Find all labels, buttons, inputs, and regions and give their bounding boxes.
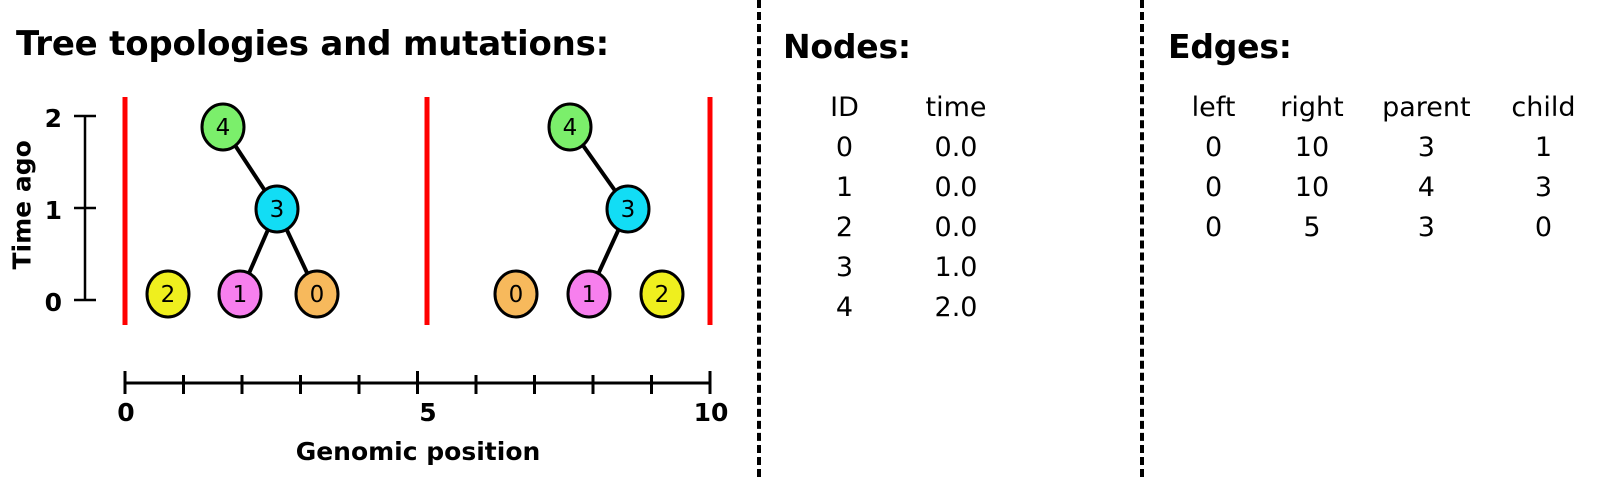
tree1-node-2[interactable]: 2: [145, 269, 191, 319]
table-row: 0 10 4 3: [1168, 168, 1599, 208]
edges-col-header-left: left: [1191, 92, 1236, 123]
edges-cell-child: 3: [1534, 172, 1553, 203]
nodes-cell-id: 2: [835, 212, 854, 243]
tree2-node-0[interactable]: 0: [493, 269, 539, 319]
panel-divider-left: [757, 0, 761, 477]
tree-panel: Tree topologies and mutations: Time ago …: [0, 0, 757, 477]
svg-text:2: 2: [655, 282, 670, 308]
tree2-node-1[interactable]: 1: [566, 269, 612, 319]
table-row: 0 0.0: [797, 128, 1020, 168]
svg-text:1: 1: [233, 282, 248, 308]
edges-table-header-row: left right parent child: [1168, 88, 1599, 128]
x-tick-label-5: 5: [419, 398, 437, 427]
tree-interval-5-10: 4 3 0 1: [493, 102, 685, 319]
tree2-node-2[interactable]: 2: [639, 269, 685, 319]
nodes-cell-time: 0.0: [934, 172, 978, 203]
tree1-node-0[interactable]: 0: [294, 269, 340, 319]
x-axis-label: Genomic position: [295, 437, 541, 466]
table-row: 2 0.0: [797, 208, 1020, 248]
y-tick-label-0: 0: [44, 288, 62, 317]
edges-cell-parent: 4: [1417, 172, 1435, 203]
nodes-cell-time: 0.0: [934, 132, 978, 163]
y-axis: [74, 114, 96, 302]
y-tick-label-2: 2: [44, 104, 62, 133]
edges-cell-parent: 3: [1417, 212, 1435, 243]
svg-text:0: 0: [509, 282, 524, 308]
edges-table: left right parent child 0 10 3 1 0 10 4: [1168, 88, 1599, 248]
breakpoint-lines: [122, 97, 713, 325]
nodes-cell-time: 1.0: [934, 252, 978, 283]
edges-cell-parent: 3: [1417, 132, 1435, 163]
tree2-node-4[interactable]: 4: [547, 102, 593, 152]
edges-panel: Edges: left right parent child 0 10 3 1: [1140, 0, 1599, 477]
edges-col-header-parent: parent: [1382, 92, 1471, 123]
edges-cell-child: 1: [1534, 132, 1553, 163]
nodes-col-header-time: time: [925, 92, 987, 123]
svg-text:3: 3: [621, 197, 636, 223]
table-row: 4 2.0: [797, 288, 1020, 328]
edges-col-header-child: child: [1511, 92, 1576, 123]
nodes-cell-id: 3: [835, 252, 854, 283]
edges-cell-right: 5: [1303, 212, 1321, 243]
nodes-table-header-row: ID time: [797, 88, 1020, 128]
svg-text:4: 4: [563, 115, 578, 141]
tree-panel-title: Tree topologies and mutations:: [16, 24, 610, 64]
edges-panel-title: Edges:: [1168, 27, 1292, 66]
tree1-node-3[interactable]: 3: [254, 184, 300, 234]
nodes-panel: Nodes: ID time 0 0.0 1 0.0 2 0: [757, 0, 1140, 477]
nodes-cell-time: 2.0: [934, 292, 978, 323]
x-tick-label-10: 10: [693, 398, 729, 427]
nodes-cell-id: 4: [835, 292, 854, 323]
edges-cell-left: 0: [1204, 172, 1223, 203]
svg-text:2: 2: [161, 282, 176, 308]
tree1-node-4[interactable]: 4: [200, 102, 246, 152]
tree1-node-1[interactable]: 1: [217, 269, 263, 319]
table-row: 1 0.0: [797, 168, 1020, 208]
nodes-col-header-id: ID: [830, 92, 859, 123]
tree-interval-0-5: 4 3 2 1: [145, 102, 340, 319]
edges-cell-right: 10: [1294, 132, 1330, 163]
tree2-node-3[interactable]: 3: [605, 184, 651, 234]
svg-text:1: 1: [582, 282, 597, 308]
nodes-table: ID time 0 0.0 1 0.0 2 0.0 3: [797, 88, 1020, 328]
y-tick-label-1: 1: [44, 196, 62, 225]
edges-cell-right: 10: [1294, 172, 1330, 203]
nodes-cell-time: 0.0: [934, 212, 978, 243]
svg-text:4: 4: [216, 115, 231, 141]
svg-text:0: 0: [310, 282, 325, 308]
table-row: 0 5 3 0: [1168, 208, 1599, 248]
tree-svg: 4 3 2 1: [74, 97, 713, 394]
nodes-panel-title: Nodes:: [783, 27, 911, 66]
x-axis: [123, 371, 712, 394]
tree-plot-area: Time ago 2 1 0 0 5 10 Genomic position: [0, 0, 757, 477]
nodes-cell-id: 0: [835, 132, 854, 163]
edges-cell-left: 0: [1204, 212, 1223, 243]
table-row: 3 1.0: [797, 248, 1020, 288]
panel-divider-right: [1140, 0, 1144, 477]
edges-cell-child: 0: [1534, 212, 1553, 243]
nodes-cell-id: 1: [835, 172, 854, 203]
edges-cell-left: 0: [1204, 132, 1223, 163]
x-tick-label-0: 0: [117, 398, 135, 427]
table-row: 0 10 3 1: [1168, 128, 1599, 168]
edges-col-header-right: right: [1280, 92, 1344, 123]
svg-text:3: 3: [270, 197, 285, 223]
